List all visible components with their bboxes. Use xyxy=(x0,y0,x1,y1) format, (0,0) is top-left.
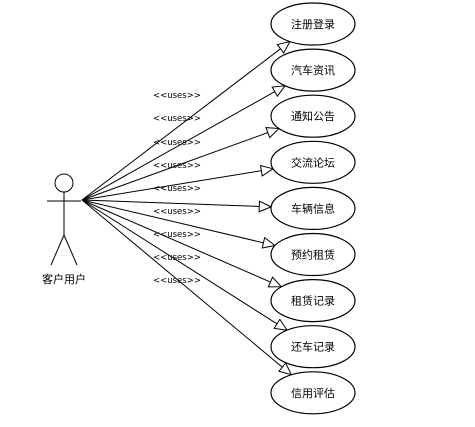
use-case-label: 注册登录 xyxy=(291,17,335,31)
use-case-ellipse xyxy=(270,48,356,92)
use-case-label: 通知公告 xyxy=(291,109,335,123)
actor-label: 客户用户 xyxy=(42,272,86,286)
use-case-ellipse xyxy=(270,140,356,184)
uses-label: <<uses>> xyxy=(153,114,201,124)
actor-left-leg xyxy=(50,234,65,266)
uses-label: <<uses>> xyxy=(153,253,201,263)
use-case-ellipse xyxy=(270,325,356,369)
uses-label: <<uses>> xyxy=(153,138,201,148)
association-line xyxy=(81,199,272,208)
uses-label: <<uses>> xyxy=(153,276,201,286)
association-line xyxy=(81,41,291,201)
use-case-label: 信用评估 xyxy=(291,387,335,400)
uses-label: <<uses>> xyxy=(153,91,201,101)
association-line xyxy=(81,199,288,331)
association-line xyxy=(81,199,276,247)
associations xyxy=(81,40,293,376)
relation-labels: <<uses>> <<uses>> <<uses>> <<uses>> <<uses>>… xyxy=(153,91,201,286)
use-case-label: 预约租赁 xyxy=(291,248,335,262)
use-case: 租赁记录 xyxy=(270,279,356,323)
association-line xyxy=(81,85,286,201)
uses-label: <<uses>> xyxy=(153,230,201,240)
use-case: 注册登录 xyxy=(270,2,356,46)
use-case: 还车记录 xyxy=(270,325,356,369)
use-case-label: 交流论坛 xyxy=(291,155,335,169)
association-line xyxy=(81,128,280,201)
actor-right-leg xyxy=(63,234,78,266)
actor-head xyxy=(54,173,74,193)
arrowhead xyxy=(276,40,291,54)
use-case-label: 车辆信息 xyxy=(291,201,335,215)
use-case: 汽车资讯 xyxy=(270,48,356,92)
use-case: 通知公告 xyxy=(270,94,356,138)
use-case-ellipse xyxy=(270,94,356,138)
arrowhead xyxy=(273,318,289,331)
uses-label: <<uses>> xyxy=(153,161,201,171)
use-case-ellipse xyxy=(270,232,356,277)
arrowhead xyxy=(259,164,275,177)
arrowhead xyxy=(265,127,281,139)
association-line xyxy=(81,199,282,288)
uses-label: <<uses>> xyxy=(153,184,201,194)
use-case-ellipse xyxy=(270,279,356,323)
use-case-ellipse xyxy=(270,2,356,46)
actor-figure xyxy=(47,173,81,266)
use-case-ellipse xyxy=(270,371,356,415)
arrowhead xyxy=(271,85,287,98)
association-line xyxy=(81,168,274,201)
use-case: 预约租赁 xyxy=(270,232,356,277)
use-case-label: 租赁记录 xyxy=(291,294,335,308)
use-case-ellipse xyxy=(270,186,356,230)
uses-label: <<uses>> xyxy=(153,207,201,217)
arrowhead xyxy=(267,276,283,288)
use-case: 交流论坛 xyxy=(270,140,356,184)
arrowhead xyxy=(258,200,273,213)
arrowhead xyxy=(261,236,277,249)
arrowhead xyxy=(278,362,293,376)
use-case: 车辆信息 xyxy=(270,186,356,230)
use-case: 信用评估 xyxy=(270,371,356,415)
association-line xyxy=(81,199,292,376)
use-case-label: 还车记录 xyxy=(291,340,335,354)
use-case-label: 汽车资讯 xyxy=(291,63,335,77)
